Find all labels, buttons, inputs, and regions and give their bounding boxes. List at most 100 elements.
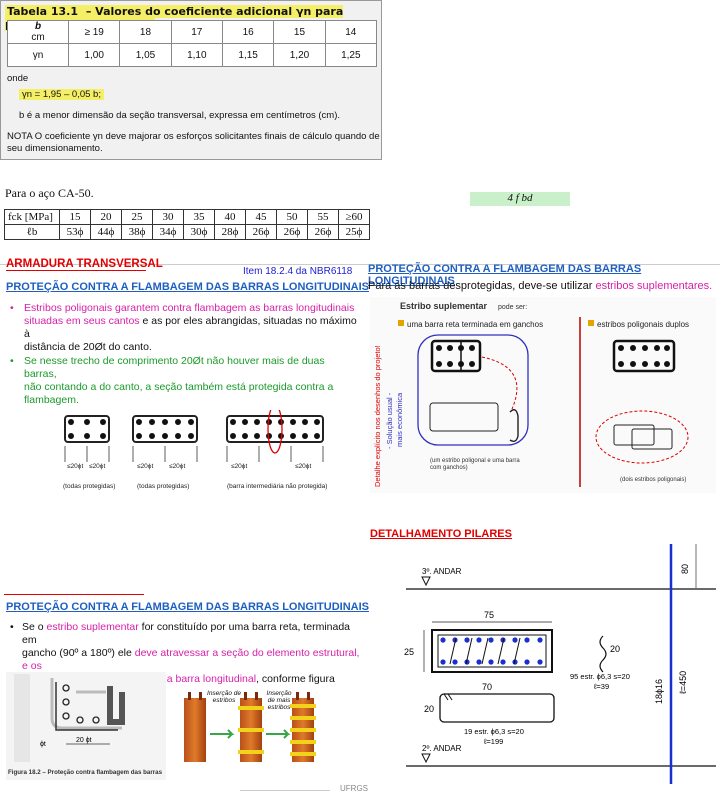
option-1: uma barra reta terminada em ganchos <box>407 320 543 329</box>
vertical-note-2: - Solução usual - <box>385 392 394 449</box>
cell: 1,25 <box>324 43 378 67</box>
vertical-note-3: mais econômica <box>395 392 404 447</box>
cell: 16 <box>221 20 275 44</box>
nota-line-2: seu dimensionamento. <box>7 143 103 154</box>
dim-20-phi: 20 ϕt <box>76 737 92 744</box>
supplementary-stirrup-figure: Estribo suplementar pode ser: uma barra … <box>370 297 716 493</box>
cell: 15 <box>59 209 91 225</box>
stirrup-19-length: ℓ=199 <box>483 737 503 746</box>
footer-line <box>240 790 330 791</box>
onde-label: onde <box>7 73 29 84</box>
cell: 26ϕ <box>276 224 308 240</box>
stirrup-sections-figure: ≤20ϕt ≤20ϕt ≤20ϕt ≤20ϕt ≤20ϕt ≤20ϕt (tod… <box>63 410 327 490</box>
section-3 <box>226 415 324 443</box>
stirrup-95-label: 95 estr. ϕ6,3 s=20 <box>570 672 630 681</box>
cell: 17 <box>170 20 223 44</box>
cell: 1,20 <box>273 43 326 67</box>
dim-80: 80 <box>680 564 690 574</box>
bullet-2: • Se nesse trecho de comprimento 20Øt nã… <box>10 355 334 406</box>
stirrup-95-length: ℓ=39 <box>593 682 609 691</box>
table-13-1: Tabela 13.1 – Valores do coeficiente adi… <box>0 0 382 160</box>
lb-header: ℓb <box>4 224 60 240</box>
left-bottom-subheading: PROTEÇÃO CONTRA A FLAMBAGEM DAS BARRAS L… <box>6 601 369 613</box>
footer-ufrgs: UFRGS <box>340 784 368 793</box>
unprotected-bar-highlight <box>267 410 283 454</box>
caption-1a: (um estribo poligonal e uma barra <box>430 458 520 464</box>
right-top-heading: PROTEÇÃO CONTRA A FLAMBAGEM DAS BARRAS L… <box>368 263 642 287</box>
armadura-heading: ARMADURA TRANSVERSAL <box>6 258 163 270</box>
fig-title-2: pode ser: <box>498 304 527 311</box>
cell: 26ϕ <box>245 224 277 240</box>
section-1 <box>64 415 110 443</box>
cell: 34ϕ <box>152 224 184 240</box>
cell: 30ϕ <box>183 224 215 240</box>
detalhamento-heading: DETALHAMENTO PILARES <box>370 528 512 540</box>
dim-20-hook: 20 <box>610 644 620 654</box>
formula: γn = 1,95 – 0,05 b; <box>19 89 104 101</box>
dim-label: ≤20ϕt <box>295 463 311 470</box>
anchorage-table: fck [MPa] 15 20 25 30 35 40 45 50 55 ≥60… <box>4 209 370 240</box>
dim-70: 70 <box>482 682 492 692</box>
dim-label: ≤20ϕt <box>89 463 105 470</box>
bars-label: 18ϕ16 <box>654 679 664 704</box>
dim-label: ≤20ϕt <box>137 463 153 470</box>
cell: 1,05 <box>119 43 172 67</box>
cell: 25ϕ <box>338 224 370 240</box>
cell: 28ϕ <box>214 224 246 240</box>
gamma-header: γn <box>7 43 69 67</box>
cell: ≥60 <box>338 209 370 225</box>
bullet-1: • Estribos poligonais garantem contra fl… <box>10 302 357 353</box>
cell: 1,10 <box>170 43 223 67</box>
cell: 38ϕ <box>121 224 153 240</box>
cell: ≥ 19 <box>67 20 121 44</box>
caption-2: (dois estribos poligonais) <box>620 477 686 483</box>
option-2: estribos poligonais duplos <box>597 320 689 329</box>
cell: 45 <box>245 209 277 225</box>
dim-label: ≤20ϕt <box>67 463 83 470</box>
section-divider-red <box>4 594 144 595</box>
cell: 20 <box>90 209 122 225</box>
caption-1b: com ganchos) <box>430 465 468 471</box>
caption-3: (barra intermediária não protegida) <box>227 483 327 490</box>
column-detail-drawing: 3º. ANDAR 2º. ANDAR 80 18ϕ16 ℓ=450 75 25… <box>404 544 716 784</box>
cell: 1,00 <box>67 43 121 67</box>
dim-75: 75 <box>484 610 494 620</box>
cell: 53ϕ <box>59 224 91 240</box>
right-top-text: Para as barras desprotegidas, deve-se ut… <box>368 280 713 292</box>
bullet-square <box>588 320 594 326</box>
divider <box>0 264 720 265</box>
figure-caption: Figura 18.2 – Proteção contra flambagem … <box>8 769 163 776</box>
dim-20-stirrup: 20 <box>424 704 434 714</box>
heading-underline <box>6 270 146 271</box>
length-label: ℓ=450 <box>678 671 688 694</box>
cell: 1,15 <box>221 43 275 67</box>
cell: 40 <box>214 209 246 225</box>
lbd-formula: 4 f bd <box>470 192 570 206</box>
caption-1: (todas protegidas) <box>63 483 115 490</box>
cell: 35 <box>183 209 215 225</box>
andar-2: 2º. ANDAR <box>422 744 462 753</box>
section-2 <box>132 415 198 443</box>
left-top-subheading: PROTEÇÃO CONTRA A FLAMBAGEM DAS BARRAS L… <box>6 281 369 293</box>
cell: 25 <box>121 209 153 225</box>
b-description: b é a menor dimensão da seção transversa… <box>19 110 341 121</box>
dim-label: ≤20ϕt <box>231 463 247 470</box>
cell: 18 <box>119 20 172 44</box>
nbr-item: Item 18.2.4 da NBR6118 <box>243 266 353 277</box>
dim-label: ≤20ϕt <box>169 463 185 470</box>
nota-line-1: NOTA O coeficiente γn deve majorar os es… <box>7 131 380 142</box>
cell: 50 <box>276 209 308 225</box>
cell: 44ϕ <box>90 224 122 240</box>
steel-title: Para o aço CA-50. <box>5 186 94 200</box>
dim-25: 25 <box>404 647 414 657</box>
cell: 14 <box>324 20 378 44</box>
stirrup-insertion-figure: Inserção de estribos Inserção de mais es… <box>184 690 316 762</box>
cell: 26ϕ <box>307 224 339 240</box>
figure-18-2: 20 ϕt ϕt Figura 18.2 – Proteção contra f… <box>6 672 166 780</box>
bullet-square <box>398 320 404 326</box>
insertion-label-2: Inserção de mais estribos <box>266 690 292 711</box>
dim-phi-t: ϕt <box>40 741 46 748</box>
cell: 30 <box>152 209 184 225</box>
